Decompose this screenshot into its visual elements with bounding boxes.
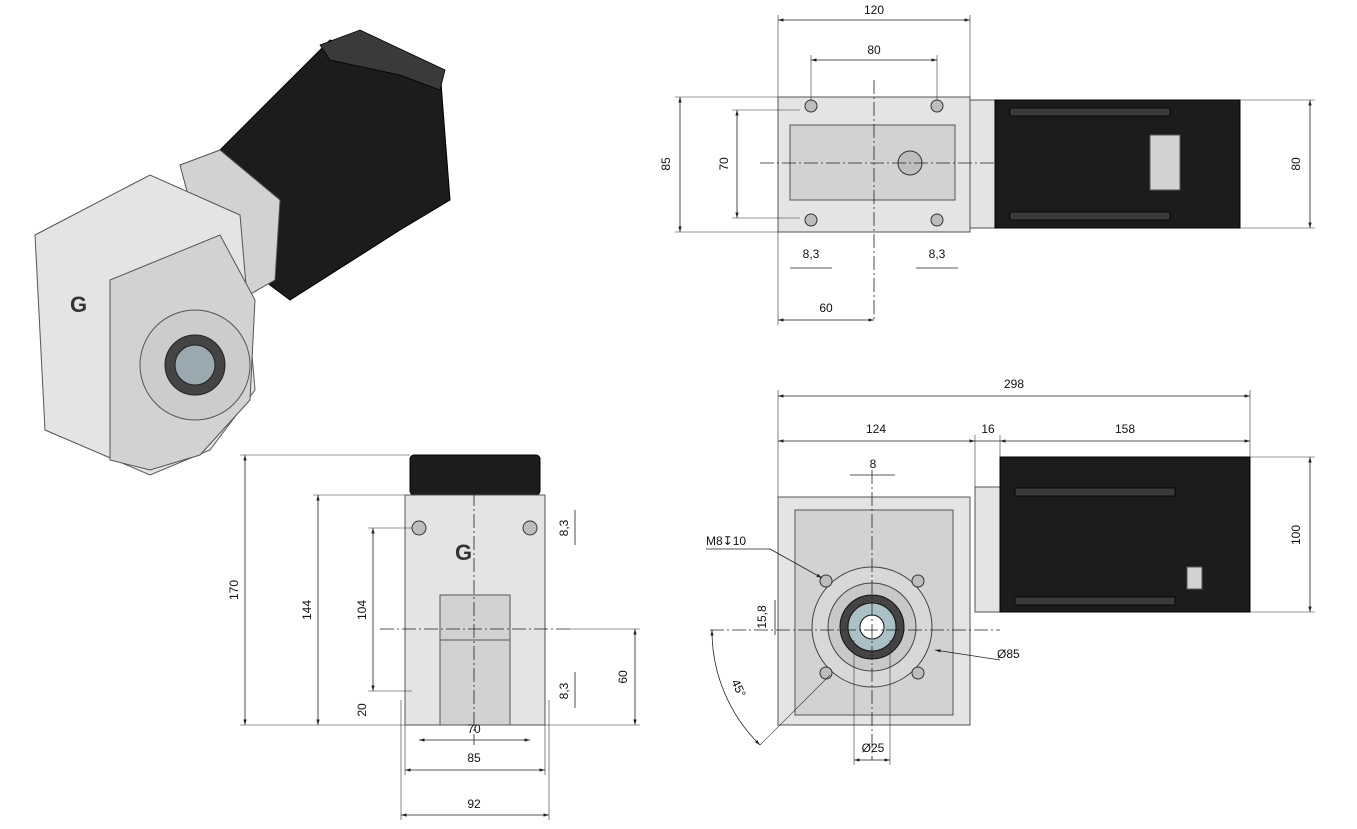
logo-letter-front: G	[455, 540, 472, 565]
dim-8-3-top: 8,3	[557, 519, 571, 536]
dim-120: 120	[864, 3, 884, 17]
side-view: 298 124 16 158 8 100 M8↧10 15,8 Ø85 Ø25 …	[706, 377, 1315, 765]
dim-70-front: 70	[467, 722, 481, 736]
dim-16: 16	[981, 422, 995, 436]
dim-8-keyway: 8	[870, 457, 877, 471]
dim-60: 60	[819, 301, 833, 315]
logo-letter: G	[70, 292, 87, 317]
front-view: G 170 144 104 20 8,3 8,3 60 70 85 92	[227, 454, 640, 820]
dim-8-3-bottom: 8,3	[557, 682, 571, 699]
dim-angle-45: 45°	[728, 677, 748, 700]
dim-15-8: 15,8	[755, 605, 769, 629]
dim-80-vertical: 80	[1289, 157, 1303, 171]
dim-124: 124	[866, 422, 886, 436]
dim-85-front: 85	[467, 751, 481, 765]
dim-170: 170	[227, 580, 241, 600]
dim-diameter-25: Ø25	[862, 741, 885, 755]
dim-298: 298	[1004, 377, 1024, 391]
thread-callout: M8↧10	[706, 534, 746, 548]
dim-8-3-right: 8,3	[929, 247, 946, 261]
isometric-view: G	[34, 29, 451, 476]
dim-20: 20	[355, 703, 369, 717]
dim-100: 100	[1289, 525, 1303, 545]
dim-104: 104	[355, 600, 369, 620]
dim-70: 70	[717, 157, 731, 171]
dim-diameter-85: Ø85	[997, 647, 1020, 661]
dim-85: 85	[659, 157, 673, 171]
dim-8-3-left: 8,3	[803, 247, 820, 261]
dim-158: 158	[1115, 422, 1135, 436]
top-view: 120 80 85 70 80 8,3 8,3 60	[659, 3, 1315, 325]
dim-144: 144	[300, 600, 314, 620]
dim-80: 80	[867, 43, 881, 57]
dim-60-front: 60	[616, 670, 630, 684]
dim-92: 92	[467, 797, 481, 811]
